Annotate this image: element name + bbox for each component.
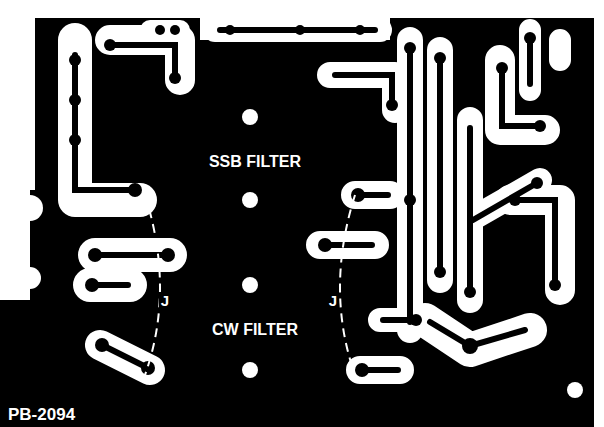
board-number: PB-2094 bbox=[8, 406, 75, 423]
jumper-label: J bbox=[159, 292, 171, 309]
jumper-label: J bbox=[327, 292, 339, 309]
filter-label: CW FILTER bbox=[212, 322, 298, 338]
filter-label: SSB FILTER bbox=[209, 154, 301, 170]
